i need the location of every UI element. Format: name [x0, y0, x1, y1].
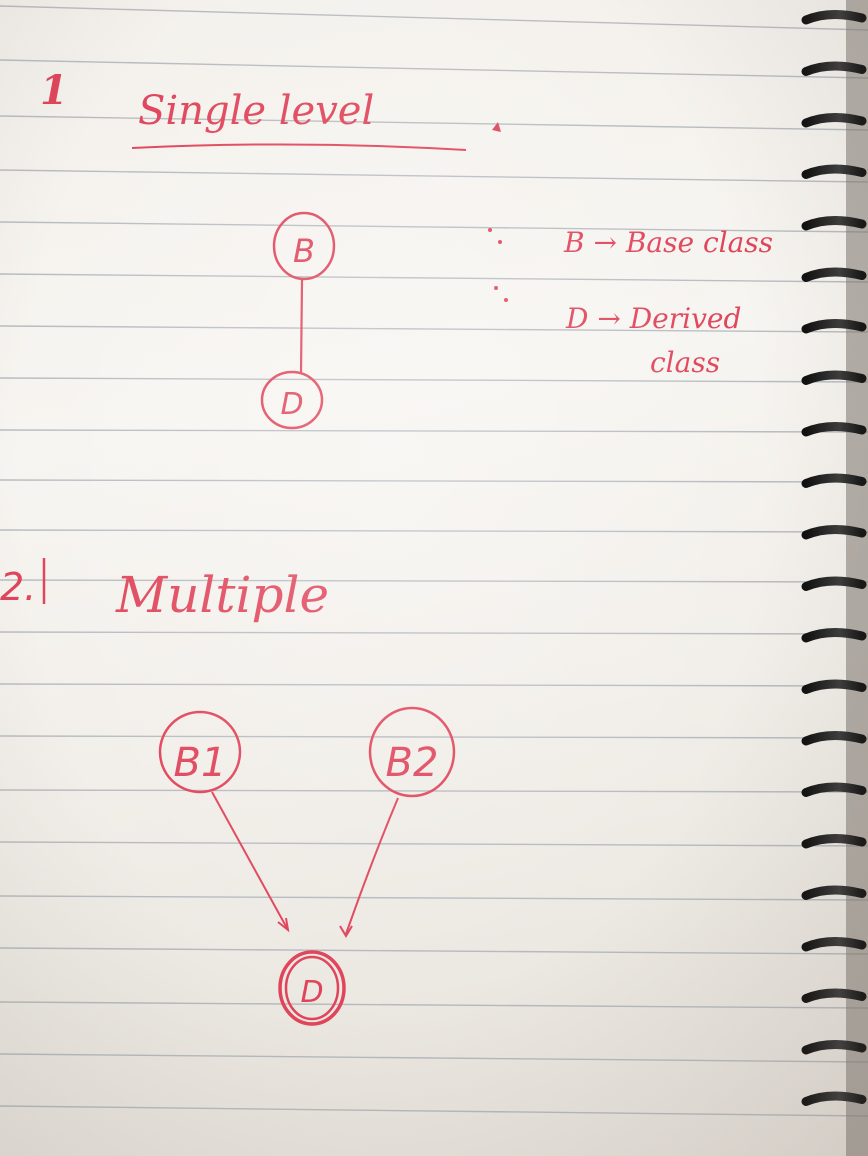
legend-base-class: B → Base class [563, 226, 773, 259]
spiral-ring [801, 1091, 867, 1106]
node-circle-d2 [278, 950, 346, 1026]
legend-derived: D → Derived [565, 302, 741, 335]
node-label-b: B [293, 232, 315, 270]
spiral-ring [801, 422, 867, 437]
spiral-ring [801, 988, 867, 1003]
spiral-ring [801, 885, 867, 900]
spiral-ring [801, 10, 867, 25]
node-circle-d2-inner [284, 955, 340, 1021]
spiral-ring [801, 319, 867, 334]
spiral-ring [801, 216, 867, 231]
arrowhead-right [339, 925, 353, 938]
node-circle-b [272, 211, 336, 281]
spiral-ring [801, 1040, 867, 1055]
edge-b2-to-d [345, 797, 399, 935]
spiral-ring [801, 834, 867, 849]
node-circle-b2 [368, 706, 456, 798]
spiral-ring [801, 525, 867, 540]
connector-line [299, 279, 304, 375]
title-underline [131, 143, 467, 151]
spiral-ring [801, 61, 867, 76]
edge-b1-to-d [211, 791, 289, 931]
spiral-ring [801, 267, 867, 282]
legend-derived-class: class [650, 346, 720, 379]
spiral-ring [801, 679, 867, 694]
spiral-ring [801, 576, 867, 591]
section2-number: 2. [0, 565, 36, 609]
diagram-multiple: B1 B2 D [158, 706, 456, 1026]
ink-mark [492, 122, 501, 132]
node-label-b2: B2 [386, 740, 439, 786]
spiral-ring [801, 937, 867, 952]
section1-title: Single level [138, 88, 374, 134]
arrowhead-left [277, 917, 290, 933]
node-label-b1: B1 [174, 740, 227, 786]
section1-number: 1 [40, 67, 68, 114]
section2-title: Multiple [115, 566, 329, 624]
spiral-ring [801, 782, 867, 797]
node-circle-b1 [158, 710, 242, 794]
spiral-ring [801, 731, 867, 746]
spiral-ring [801, 370, 867, 385]
spiral-ring [801, 473, 867, 488]
node-label-d: D [280, 387, 303, 422]
spiral-ring [801, 113, 867, 128]
diagram-single-level: B D [260, 211, 336, 430]
node-circle-d [260, 370, 324, 430]
spiral-ring [801, 628, 867, 643]
spiral-ring [801, 164, 867, 179]
node-label-d2: D [300, 975, 323, 1010]
legend: B → Base class D → Derived class [488, 226, 773, 379]
